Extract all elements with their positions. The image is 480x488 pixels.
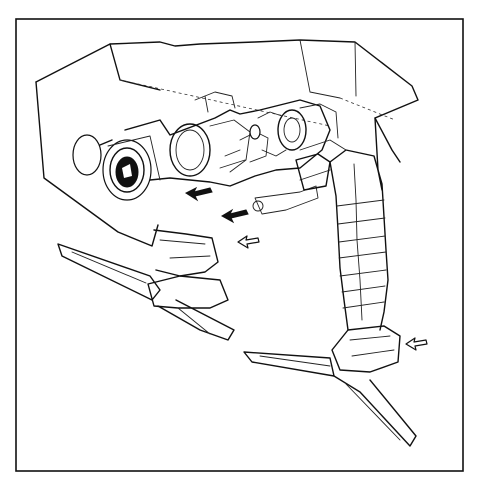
nozzle-fairing-right [243,325,417,447]
fuselage-cutaway [35,39,419,247]
frame-border [15,18,464,472]
nozzle-fairing-left [57,243,235,341]
flow-arrows [184,186,428,351]
engine-core [124,91,339,187]
engine-intake-face [72,134,161,201]
exhaust-duct-right [295,139,389,331]
